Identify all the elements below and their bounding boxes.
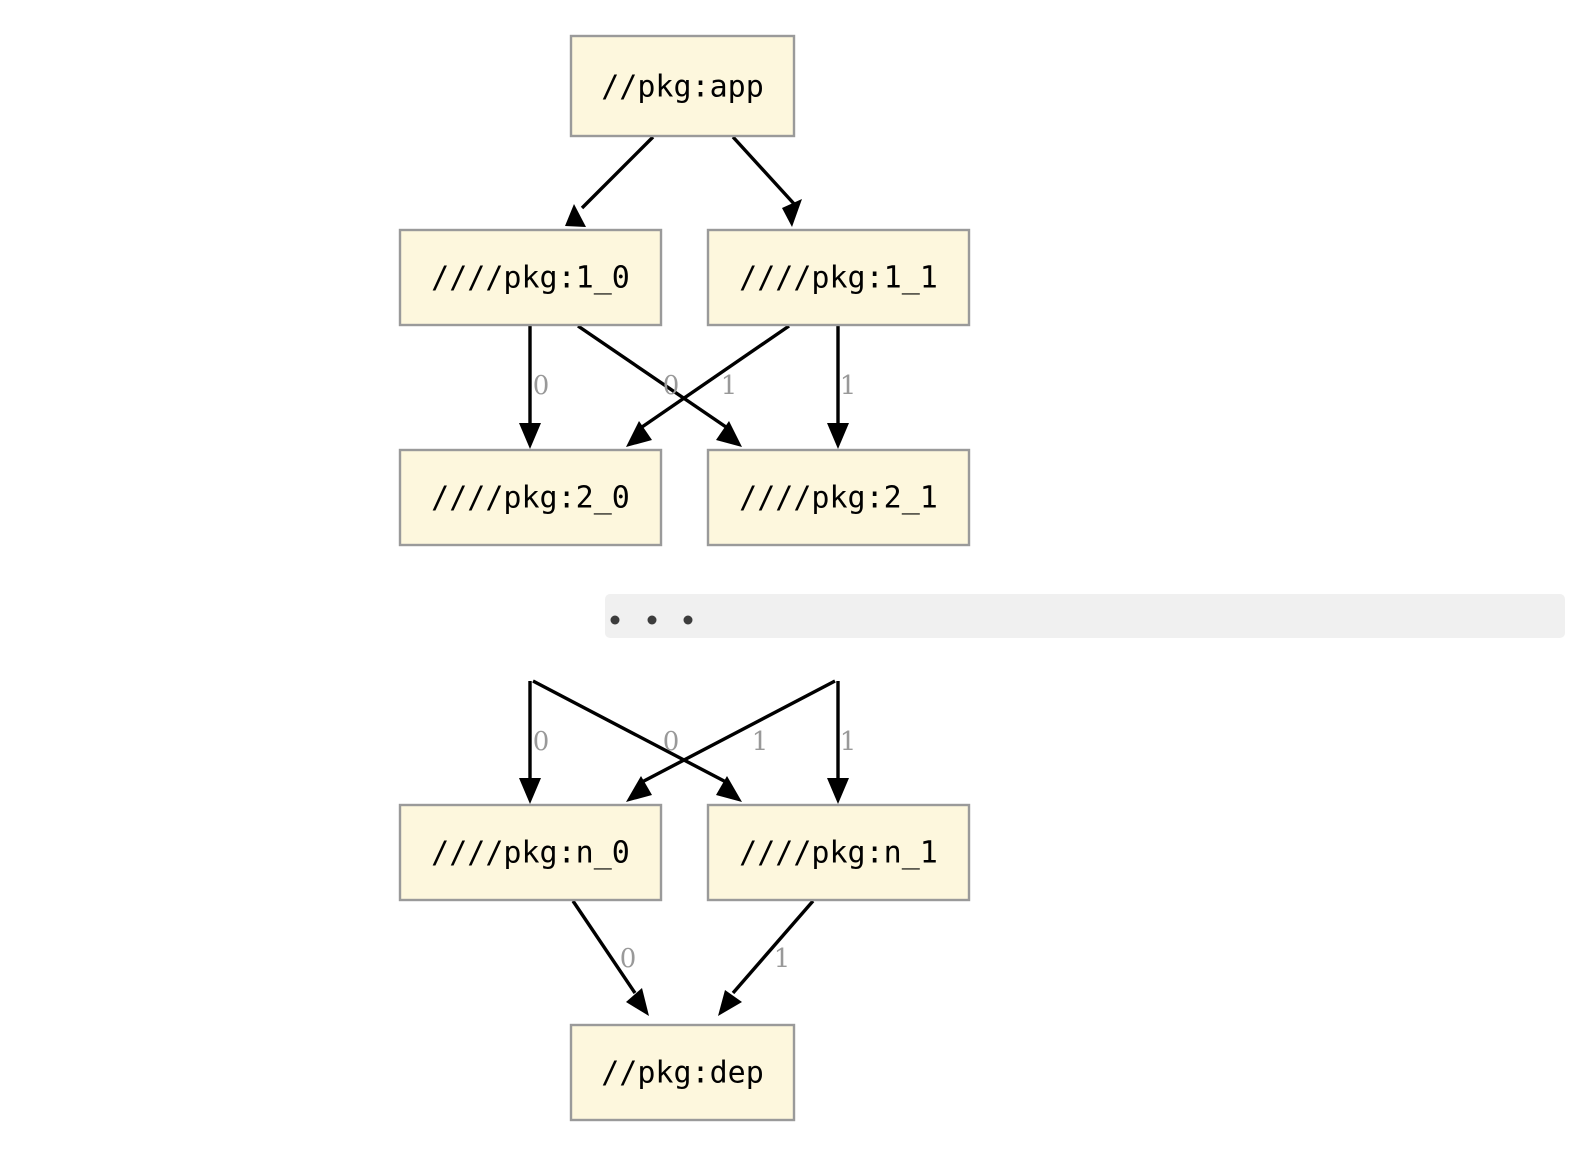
edge-label-1_1-to-2_1: 1 <box>840 371 857 401</box>
edge-label-1_0-to-2_0: 0 <box>533 371 550 401</box>
edge-n_0-to-dep: 0 <box>571 900 649 1016</box>
edge-app-to-1_0 <box>565 135 655 227</box>
node-app[interactable]: //pkg:app <box>569 34 796 138</box>
edge-1_1-to-2_0: 1 <box>626 324 790 447</box>
edge-label-cut-to-n_1-straight: 1 <box>840 727 857 757</box>
edge-label-cut-to-n_0-cross: 1 <box>752 727 769 757</box>
node-app-label: //pkg:app <box>601 70 764 105</box>
node-pkg-n_0[interactable]: ////pkg:n_0 <box>398 803 663 902</box>
ellipsis-dot-2 <box>647 615 657 625</box>
edge-1_1-to-2_1: 1 <box>827 326 856 449</box>
ellipsis-dot-1 <box>610 615 620 625</box>
edge-n_1-to-dep: 1 <box>718 899 815 1016</box>
edge-1_0-to-2_0: 0 <box>519 326 549 449</box>
edge-label-n_1-to-dep: 1 <box>774 944 791 974</box>
edge-label-cut-to-n_1-cross: 0 <box>663 727 680 757</box>
ellipsis-dot-3 <box>683 615 693 625</box>
node-pkg-2_1-label: ////pkg:2_1 <box>739 481 938 516</box>
edge-label-n_0-to-dep: 0 <box>620 944 637 974</box>
node-pkg-n_1[interactable]: ////pkg:n_1 <box>706 803 971 902</box>
edge-label-cut-to-n_0-straight: 0 <box>533 727 550 757</box>
node-pkg-2_0[interactable]: ////pkg:2_0 <box>398 448 663 547</box>
node-pkg-1_0-label: ////pkg:1_0 <box>431 261 630 296</box>
edge-cut-to-n_1-straight: 1 <box>827 681 856 804</box>
edge-cut-to-n_1-cross: 0 <box>532 679 742 802</box>
node-pkg-n_1-label: ////pkg:n_1 <box>739 836 938 871</box>
edge-1_0-to-2_1: 0 <box>577 324 742 447</box>
edge-app-to-1_1 <box>731 135 802 227</box>
node-pkg-1_1[interactable]: ////pkg:1_1 <box>706 228 971 327</box>
edge-label-1_1-to-2_0: 1 <box>721 371 738 401</box>
node-pkg-1_1-label: ////pkg:1_1 <box>739 261 938 296</box>
node-pkg-1_0[interactable]: ////pkg:1_0 <box>398 228 663 327</box>
edge-label-1_0-to-2_1: 0 <box>663 371 680 401</box>
node-dep-label: //pkg:dep <box>601 1056 764 1091</box>
node-pkg-2_0-label: ////pkg:2_0 <box>431 481 630 516</box>
ellipsis-separator <box>605 594 1565 638</box>
node-pkg-2_1[interactable]: ////pkg:2_1 <box>706 448 971 547</box>
ellipsis-band <box>605 594 1565 638</box>
node-dep[interactable]: //pkg:dep <box>569 1023 796 1122</box>
edge-cut-to-n_0-cross: 1 <box>626 679 836 802</box>
edge-cut-to-n_0-straight: 0 <box>519 681 549 804</box>
node-pkg-n_0-label: ////pkg:n_0 <box>431 836 630 871</box>
